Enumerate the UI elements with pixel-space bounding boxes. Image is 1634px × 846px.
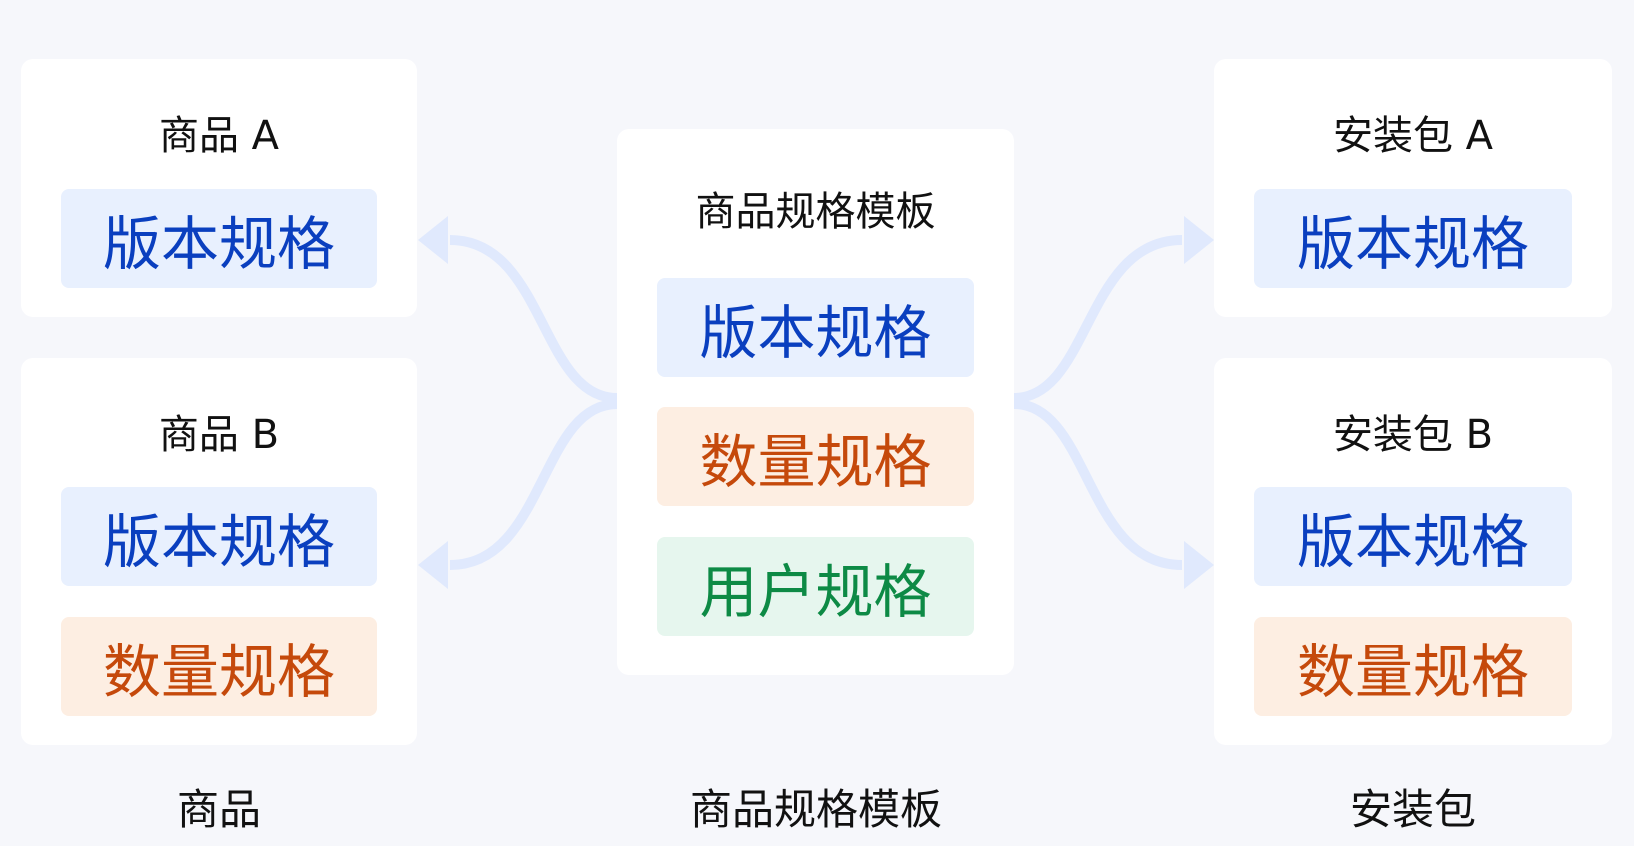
arrow-head-icon <box>1184 541 1214 589</box>
connector-to-package-b <box>1013 399 1183 570</box>
template-card: 商品规格模板 版本规格 数量规格 用户规格 <box>617 129 1014 675</box>
product-a-card: 商品 A 版本规格 <box>21 59 417 317</box>
packages-column-label: 安装包 <box>1349 785 1476 834</box>
package-a-card: 安装包 A 版本规格 <box>1214 59 1612 317</box>
version-spec-chip: 版本规格 <box>61 487 377 586</box>
connector-to-product-a <box>449 235 618 403</box>
package-b-card: 安装包 B 版本规格 数量规格 <box>1214 358 1612 745</box>
user-spec-chip: 用户规格 <box>657 537 974 636</box>
version-spec-chip: 版本规格 <box>1254 487 1572 586</box>
version-spec-chip: 版本规格 <box>1254 189 1572 288</box>
quantity-spec-chip: 数量规格 <box>657 407 974 506</box>
connector-to-package-a <box>1013 235 1183 403</box>
version-spec-chip: 版本规格 <box>61 189 377 288</box>
package-a-title: 安装包 A <box>1332 113 1494 159</box>
connector-to-product-b <box>449 399 618 570</box>
quantity-spec-chip: 数量规格 <box>1254 617 1572 716</box>
product-a-title: 商品 A <box>158 113 280 159</box>
quantity-spec-chip: 数量规格 <box>61 617 377 716</box>
version-spec-chip: 版本规格 <box>657 278 974 377</box>
template-column-label: 商品规格模板 <box>689 785 942 834</box>
template-title: 商品规格模板 <box>695 189 936 235</box>
arrow-head-icon <box>418 216 448 264</box>
package-b-title: 安装包 B <box>1332 412 1494 458</box>
arrow-head-icon <box>1184 216 1214 264</box>
products-column-label: 商品 <box>176 785 261 834</box>
product-b-card: 商品 B 版本规格 数量规格 <box>21 358 417 745</box>
product-b-title: 商品 B <box>158 412 280 458</box>
arrow-head-icon <box>418 541 448 589</box>
